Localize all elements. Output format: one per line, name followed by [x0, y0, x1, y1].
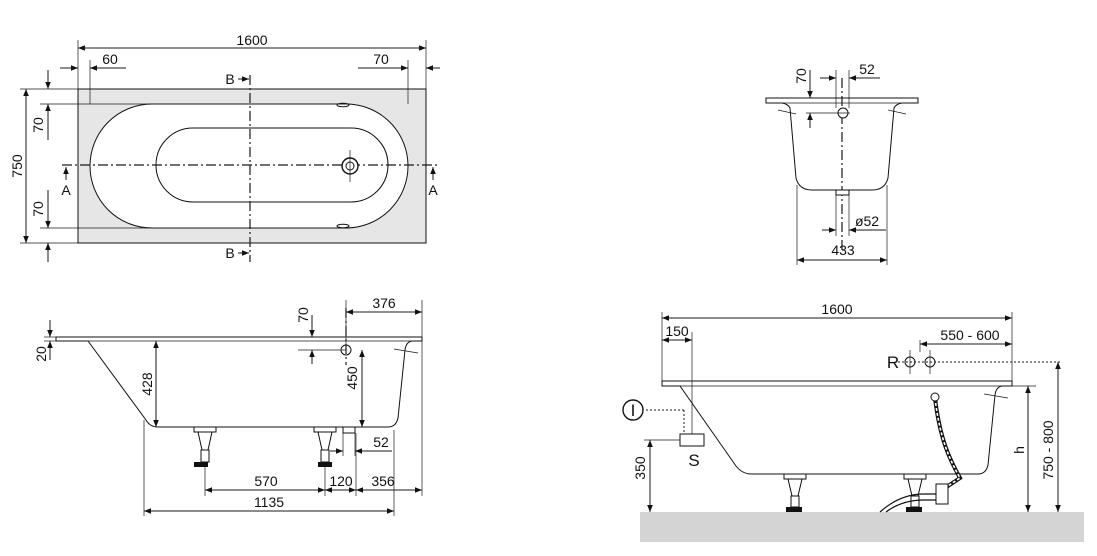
- dim-tap-offset: 150: [665, 323, 689, 339]
- section-b-top: B: [225, 71, 234, 87]
- section-b-bottom: B: [225, 245, 234, 261]
- trap-icon: [879, 493, 944, 513]
- dim-overflow-offset: 70: [793, 68, 809, 84]
- dim-offset-bottom: 70: [30, 201, 46, 217]
- dim-overflow-dia: 52: [859, 61, 875, 77]
- install-view-outline: [661, 380, 1013, 475]
- dim-bottom-width: 433: [831, 242, 855, 258]
- label-s: S: [688, 451, 699, 470]
- dim-leg-gap: 120: [329, 473, 353, 489]
- section-a-right: A: [428, 182, 438, 198]
- dim-margin-right: 70: [373, 51, 389, 67]
- dim-overflow-offset-side: 70: [295, 307, 311, 323]
- siphon-icon: [679, 433, 705, 447]
- dim-width: 750: [9, 154, 25, 178]
- end-section-outline: [765, 97, 919, 191]
- dim-leg-total: 1135: [254, 494, 284, 510]
- dim-total-height: 750 - 800: [1040, 420, 1056, 479]
- top-view: 1600 60 70 750 70 70 A A B B: [9, 32, 440, 262]
- dim-margin-left: 60: [102, 51, 118, 67]
- dim-tap-range: 550 - 600: [940, 327, 999, 343]
- floor: [640, 512, 1084, 542]
- dim-overflow-height: 450: [344, 366, 360, 390]
- handle-icon: [336, 102, 350, 108]
- dim-offset-top: 70: [30, 117, 46, 133]
- leg-icon: [313, 426, 337, 467]
- label-i: I: [631, 401, 636, 420]
- side-view: 20 428 70 450 376 52 570 120 356: [33, 295, 423, 516]
- dim-height-h: h: [1011, 446, 1027, 454]
- dim-depth: 428: [139, 372, 155, 396]
- end-section-view: 70 52 ø52 433: [765, 61, 919, 265]
- waste-pipe: [933, 397, 963, 490]
- drain-outlet-icon: [835, 189, 850, 196]
- dim-length: 1600: [236, 32, 267, 48]
- dim-drain-offset: 52: [373, 434, 389, 450]
- dim-end-distance: 376: [372, 295, 396, 311]
- dim-rim-height: 20: [33, 346, 49, 362]
- dim-leg-spacing: 570: [254, 473, 278, 489]
- dim-install-length: 1600: [821, 301, 852, 317]
- info-icon: [622, 399, 644, 421]
- section-a-left: A: [61, 182, 71, 198]
- leg-icon: [903, 473, 927, 512]
- drain-icon: [342, 426, 356, 434]
- dim-drain-height: 350: [632, 456, 648, 480]
- leg-icon: [783, 473, 807, 512]
- side-view-outline: [55, 336, 423, 428]
- dim-drain-dia: ø52: [855, 213, 879, 229]
- dim-leg-end: 356: [371, 473, 395, 489]
- top-view-basin: [89, 103, 409, 229]
- label-r: R: [887, 353, 899, 372]
- install-view: R 1600 150 550 - 600 S I 350 h 750 - 800: [622, 301, 1084, 542]
- leg-icon: [193, 426, 217, 467]
